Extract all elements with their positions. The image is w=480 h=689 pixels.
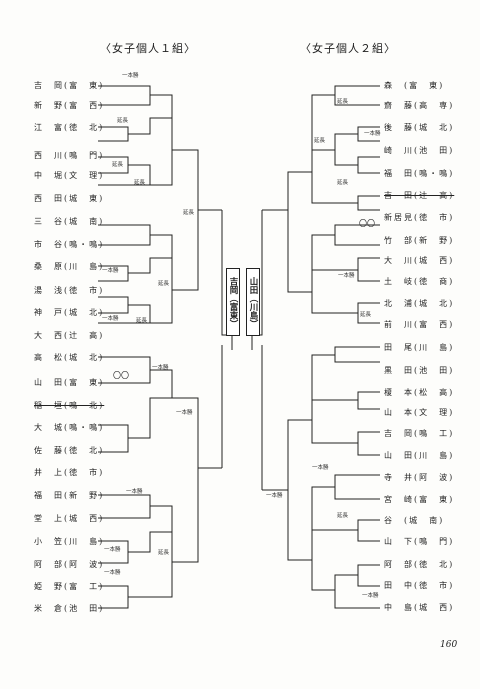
player-name: 山 下(鳴 門) [384, 537, 455, 546]
ippon-label: 一本勝 [364, 131, 381, 137]
ippon-label: 一本勝 [104, 570, 121, 576]
player-name: 阿 部(阿 波) [34, 560, 105, 569]
ippon-label: 一本勝 [312, 465, 329, 471]
player-name: 三 谷(城 南) [34, 217, 105, 226]
player-name: 大 西(辻 高) [34, 331, 105, 340]
player-name: 神 戸(城 北) [34, 308, 105, 317]
encho-label: 延長 [158, 550, 170, 556]
player-name: 竹 部(新 野) [384, 236, 455, 245]
player-name: 榎 本(松 高) [384, 388, 455, 397]
ippon-label: 一本勝 [104, 547, 121, 553]
player-name: 北 浦(城 北) [384, 299, 455, 308]
player-name: 阿 部(徳 北) [384, 560, 455, 569]
player-name: 高 松(城 北) [34, 353, 105, 362]
player-name: 佐 藤(徳 北) [34, 446, 105, 455]
player-name: 吉 田(辻 高) [384, 191, 455, 200]
player-name: 田 尾(川 島) [384, 343, 455, 352]
player-name: 新 野(富 西) [34, 101, 105, 110]
player-name: 寺 井(阿 波) [384, 473, 455, 482]
encho-label: 延長 [337, 99, 349, 105]
player-name: 稲 垣(鳴 北) [34, 401, 105, 410]
winner-group1: 吉岡（富東） [226, 268, 240, 336]
player-name: 宮 崎(富 東) [384, 495, 455, 504]
page-number: 160 [440, 640, 458, 650]
encho-label: 延長 [337, 513, 349, 519]
player-name: 西 川(鳴 門) [34, 151, 105, 160]
player-name: 土 岐(徳 商) [384, 277, 455, 286]
encho-label: 延長 [314, 138, 326, 144]
player-name: 中 堀(文 理) [34, 171, 105, 180]
player-name: 福 田(新 野) [34, 491, 105, 500]
double-mark: 〇〇 [359, 219, 375, 228]
group2-title: 〈女子個人２組〉 [300, 42, 396, 55]
double-mark: 〇〇 [113, 371, 129, 380]
player-name: 桑 原(川 島) [34, 262, 105, 271]
winner-group2: 山田（川島） [246, 268, 260, 336]
player-name: 西 田(城 東) [34, 194, 105, 203]
ippon-label: 一本勝 [266, 493, 283, 499]
player-name: 前 川(富 西) [384, 320, 455, 329]
ippon-label: 一本勝 [176, 410, 193, 416]
encho-label: 延長 [112, 162, 124, 168]
player-name: 井 上(徳 市) [34, 468, 105, 477]
player-name: 中 島(城 西) [384, 603, 455, 612]
player-name: 山 本(文 理) [384, 408, 455, 417]
player-name: 谷 (城 南) [384, 516, 445, 525]
encho-label: 延長 [183, 210, 195, 216]
ippon-label: 一本勝 [362, 593, 379, 599]
player-name: 崎 川(池 田) [384, 146, 455, 155]
player-name: 後 藤(城 北) [384, 123, 455, 132]
encho-label: 延長 [134, 180, 146, 186]
player-name: 田 中(徳 市) [384, 581, 455, 590]
player-name: 山 田(川 島) [384, 451, 455, 460]
player-name: 小 笠(川 島) [34, 537, 105, 546]
player-name: 湯 浅(徳 市) [34, 286, 105, 295]
player-name: 大 川(城 西) [384, 256, 455, 265]
player-name: 吉 岡(富 東) [34, 81, 105, 90]
player-name: 黒 田(池 田) [384, 366, 455, 375]
group1-title: 〈女子個人１組〉 [100, 42, 196, 55]
ippon-label: 一本勝 [126, 489, 143, 495]
player-name: 森 (富 東) [384, 81, 445, 90]
player-name: 大 城(鳴・鳴) [34, 423, 105, 432]
encho-label: 延長 [158, 281, 170, 287]
player-name: 新居見(徳 市) [384, 213, 455, 222]
player-name: 福 田(鳴・鳴) [384, 169, 455, 178]
player-name: 姫 野(富 工) [34, 582, 105, 591]
ippon-label: 一本勝 [152, 365, 169, 371]
encho-label: 延長 [117, 118, 129, 124]
player-name: 市 谷(鳴・鳴) [34, 240, 105, 249]
player-name: 米 倉(池 田) [34, 604, 105, 613]
encho-label: 延長 [136, 318, 148, 324]
ippon-label: 一本勝 [338, 273, 355, 279]
player-name: 山 田(富 東) [34, 378, 105, 387]
ippon-label: 一本勝 [102, 268, 119, 274]
encho-label: 延長 [337, 180, 349, 186]
encho-label: 延長 [360, 312, 372, 318]
ippon-label: 一本勝 [102, 316, 119, 322]
player-name: 堂 上(城 西) [34, 514, 105, 523]
player-name: 齋 藤(高 専) [384, 101, 455, 110]
player-name: 江 富(徳 北) [34, 123, 105, 132]
ippon-label: 一本勝 [122, 73, 139, 79]
player-name: 吉 岡(鳴 工) [384, 429, 455, 438]
